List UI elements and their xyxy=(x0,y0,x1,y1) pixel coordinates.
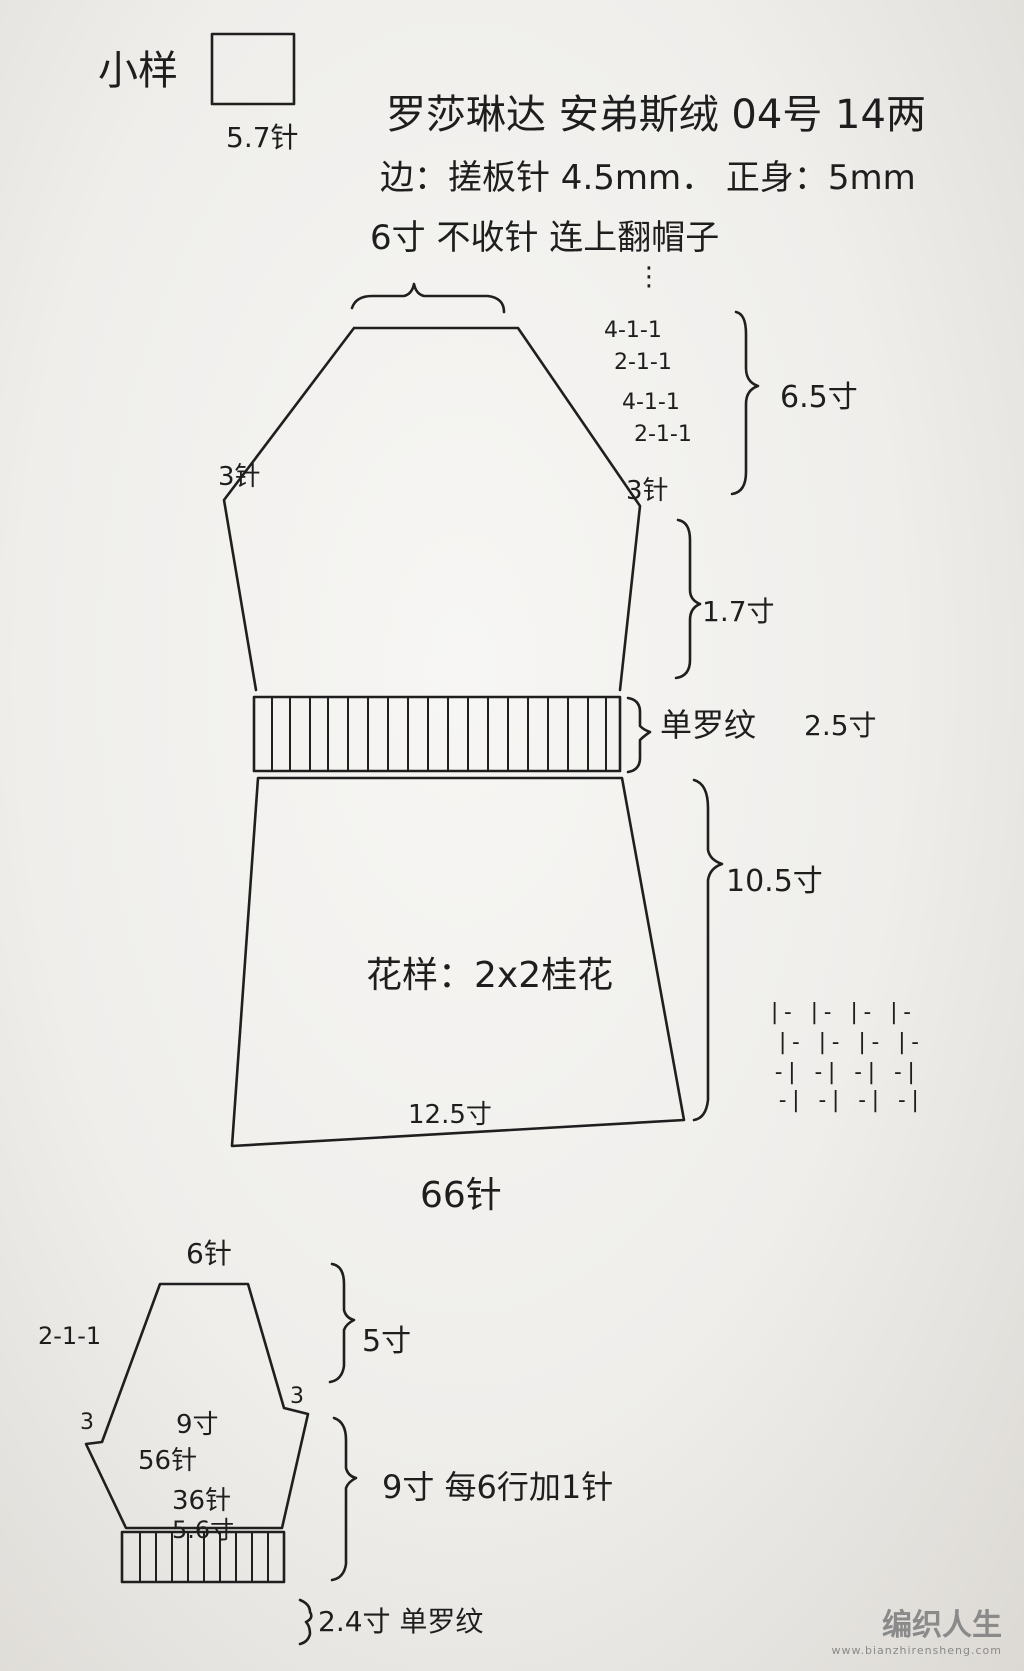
skirt-height: 10.5寸 xyxy=(726,864,823,899)
moss-chart-row-4: -| -| -| -| xyxy=(776,1088,922,1113)
sleeve-outline xyxy=(84,1282,310,1530)
sleeve-body-height: 9寸 每6行加1针 xyxy=(382,1468,614,1506)
armhole-left-label: 3针 xyxy=(218,462,261,492)
site-watermark: 编织人生 www.bianzhirensheng.com xyxy=(832,1600,1002,1657)
sleeve-armhole-left: 3 xyxy=(80,1410,94,1435)
sleeve-lower-width: 5.6寸 xyxy=(172,1516,235,1544)
raglan-step-1: 4-1-1 xyxy=(604,318,662,343)
sleeve-cap-brace xyxy=(328,1262,356,1384)
raglan-step-3: 4-1-1 xyxy=(622,390,680,415)
swatch-square xyxy=(210,32,296,106)
raglan-step-2: 2-1-1 xyxy=(614,350,672,375)
armhole-right-label: 3针 xyxy=(626,476,669,506)
swatch-gauge: 5.7针 xyxy=(226,121,299,154)
raglan-dots: ⋮ xyxy=(636,262,662,292)
raglan-height: 6.5寸 xyxy=(780,380,858,415)
chest-brace xyxy=(674,518,702,680)
chest-height: 1.7寸 xyxy=(702,595,775,628)
swatch-label: 小样 xyxy=(98,48,178,94)
watermark-url: www.bianzhirensheng.com xyxy=(831,1644,1002,1657)
sleeve-upper-width: 9寸 xyxy=(176,1410,219,1440)
watermark-logo: 编织人生 xyxy=(882,1608,1002,1643)
sleeve-armhole-right: 3 xyxy=(290,1384,304,1409)
sleeve-lower-stitches-visible: 36针 xyxy=(172,1486,232,1516)
sleeve-body-brace xyxy=(330,1416,358,1582)
skirt-brace xyxy=(692,778,724,1122)
sleeve-cuff-brace xyxy=(298,1598,313,1646)
skirt-outline xyxy=(230,776,686,1148)
sleeve-cap-height: 5寸 xyxy=(362,1324,412,1359)
raglan-step-4: 2-1-1 xyxy=(634,422,692,447)
moss-chart-row-3: -| -| -| -| xyxy=(772,1060,918,1085)
cast-on-count: 66针 xyxy=(420,1175,502,1216)
sleeve-upper-stitches: 56针 xyxy=(138,1446,198,1476)
sleeve-cap-step: 2-1-1 xyxy=(38,1322,102,1350)
waist-rib-height: 2.5寸 xyxy=(804,709,877,742)
neck-brace xyxy=(350,282,506,314)
hem-width: 12.5寸 xyxy=(408,1100,492,1130)
moss-chart-row-1: |- |- |- |- xyxy=(768,1000,914,1025)
waist-rib-band xyxy=(252,695,622,773)
sleeve-cuff-note: 2.4寸 单罗纹 xyxy=(318,1605,484,1638)
neck-note: 6寸 不收针 连上翻帽子 xyxy=(370,218,720,258)
skirt-pattern-label: 花样：2x2桂花 xyxy=(366,955,614,996)
waist-rib-brace xyxy=(626,696,652,774)
body-outline-top xyxy=(222,326,642,692)
moss-chart-row-2: |- |- |- |- xyxy=(776,1030,922,1055)
pattern-title: 罗莎琳达 安弟斯绒 04号 14两 xyxy=(386,92,926,138)
waist-rib-label: 单罗纹 xyxy=(660,706,757,744)
raglan-brace xyxy=(730,310,760,496)
sleeve-top-stitches: 6针 xyxy=(186,1237,232,1270)
needle-sizes: 边：搓板针 4.5mm． 正身：5mm xyxy=(380,158,916,198)
